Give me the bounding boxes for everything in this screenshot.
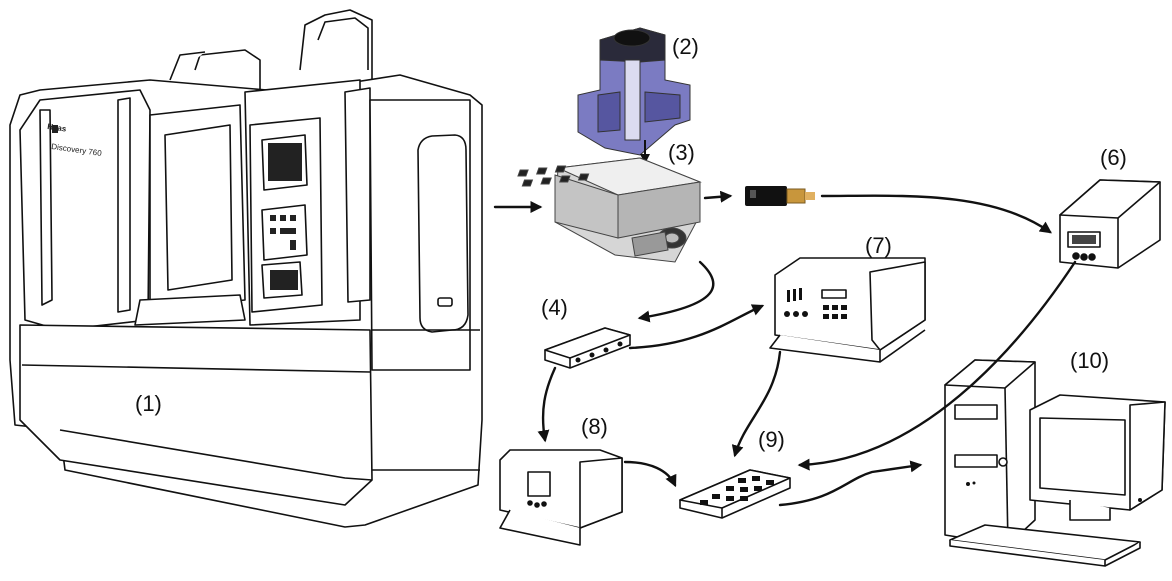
computer-icon	[944, 359, 1166, 567]
cable-control-unit-to-daq	[623, 460, 677, 488]
label-1: (1)	[135, 391, 162, 416]
daq-keys-icon	[700, 476, 774, 505]
label-2: (2)	[672, 34, 699, 59]
cable-junction-to-amplifier	[628, 304, 765, 350]
label-8: (8)	[581, 414, 608, 439]
connector-icon	[745, 186, 815, 206]
cable-dynamometer-to-junction	[637, 260, 715, 323]
cable-daq-to-computer	[778, 460, 923, 507]
data-acquisition-icon	[679, 469, 791, 519]
tool-holder-icon	[577, 27, 691, 156]
cable-amplifier-to-daq	[731, 350, 782, 458]
control-unit-icon	[499, 449, 623, 546]
computer-details-icon	[966, 481, 1142, 502]
power-supply-icon	[1059, 179, 1161, 269]
dynamometer-icon	[517, 157, 702, 263]
cable-power-supply-to-daq	[797, 260, 1077, 471]
label-4: (4)	[541, 295, 568, 320]
cable-junction-to-control-unit	[537, 366, 557, 443]
label-10: (10)	[1070, 348, 1110, 373]
junction-ports-icon	[575, 341, 623, 363]
label-7: (7)	[865, 233, 892, 258]
control-pendant-icon	[52, 125, 302, 290]
charge-amplifier-icon	[769, 257, 926, 363]
cable-connector-to-power-supply	[820, 194, 1052, 234]
arrow-dynamometer-to-connector	[703, 190, 733, 203]
label-6: (6)	[1100, 145, 1127, 170]
label-3: (3)	[668, 140, 695, 165]
label-9: (9)	[758, 427, 785, 452]
junction-box-icon	[544, 327, 631, 369]
cnc-machine-icon	[9, 9, 483, 528]
amplifier-buttons-icon	[784, 288, 847, 319]
